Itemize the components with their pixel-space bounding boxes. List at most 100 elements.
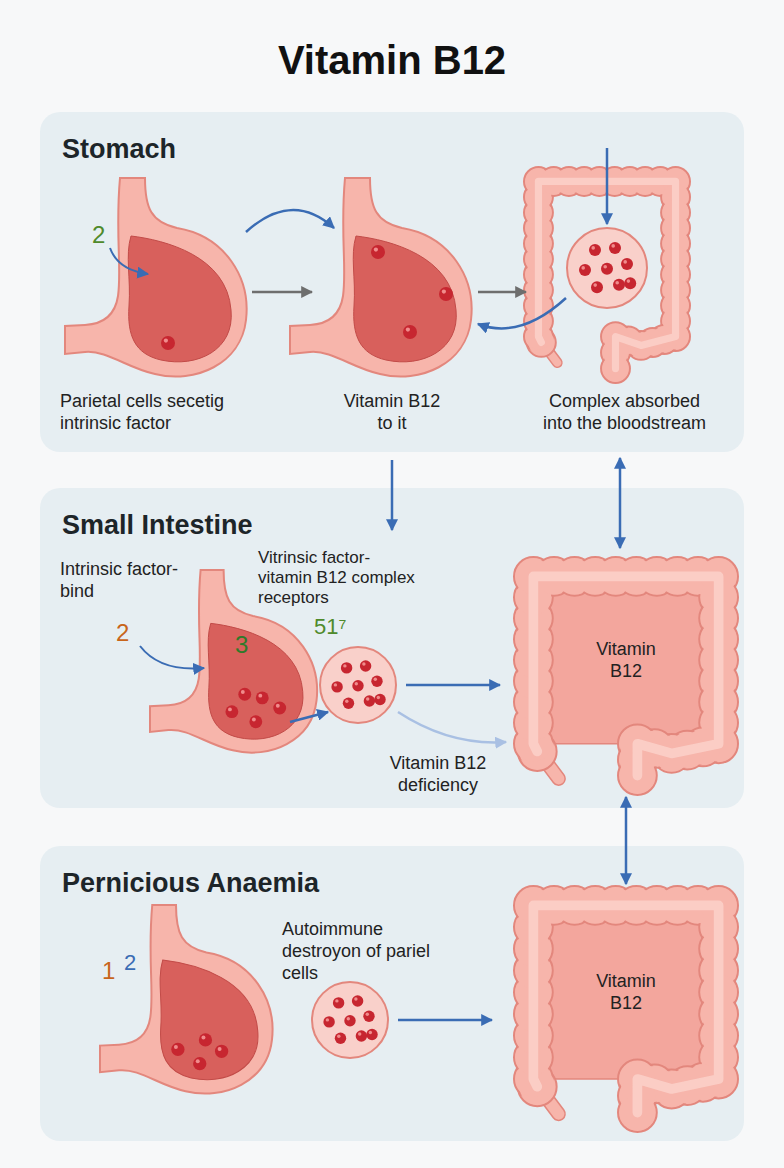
colon-bulge [618, 888, 654, 924]
colon-bulge-edge [555, 886, 594, 925]
label-holder: Vitrinsic factor- vitamin B12 complex re… [258, 548, 423, 608]
colon-bulge-edge [514, 951, 553, 990]
colon-bulge [598, 559, 634, 595]
colon-bulge [620, 1078, 656, 1114]
colon-bulge [701, 888, 737, 924]
colon-bulge [620, 1061, 656, 1097]
label-holder: 51⁷ [314, 614, 364, 640]
colon-bulge-edge [618, 740, 657, 779]
appendix [541, 755, 558, 778]
colon-bulge-edge [699, 1038, 738, 1077]
colon-bulge-edge [699, 578, 738, 617]
colon-bulge [557, 559, 593, 595]
colon-bulge-edge [699, 973, 738, 1012]
colon-bulge [519, 734, 555, 770]
colon-bulge [701, 1039, 737, 1075]
colon-bulge-edge [699, 599, 738, 638]
label-holder: 3 [235, 630, 265, 659]
colon-bulge-edge [652, 734, 691, 773]
label-holder: 2 [92, 220, 122, 249]
colon-bulge [637, 731, 673, 767]
colon-bulge-edge [596, 886, 635, 925]
colon-bulge-edge [699, 908, 738, 947]
callout-number: 51⁷ [314, 614, 364, 640]
section-heading: Pernicious Anaemia [62, 868, 319, 899]
colon-bulge [701, 600, 737, 636]
colon-bulge-edge [617, 557, 656, 596]
colon-sheen [533, 576, 718, 775]
colon-bulge-edge [514, 578, 553, 617]
colon-bulge [701, 579, 737, 615]
label-holder: Vitamin B12 deficiency [383, 752, 493, 796]
colon-bulge [660, 559, 696, 595]
caption-text: Vitamin B12 deficiency [383, 752, 493, 796]
colon-bulge-edge [652, 1070, 691, 1109]
colon-bulge-edge [699, 951, 738, 990]
colon-bulge-edge [699, 724, 738, 763]
colon-bulge-edge [699, 641, 738, 680]
colon-bulge [516, 953, 552, 989]
colon-bulge-edge [679, 886, 718, 925]
section-heading: Stomach [62, 134, 176, 165]
label-holder: Autoimmune destroyon of pariel cells [282, 918, 447, 984]
label-holder: Vitamin B12 to it [337, 390, 447, 434]
colon-bulge [620, 742, 656, 778]
colon-bulge [598, 888, 634, 924]
colon-shape: Vitamin B12 [512, 555, 740, 797]
colon-bulge [654, 736, 690, 772]
colon-bulge [516, 909, 552, 945]
colon-bulge [620, 726, 656, 762]
caption-text: Complex absorbed into the bloodstream [537, 390, 712, 434]
colon-bulge-edge [699, 703, 738, 742]
colon-bulge-edge [699, 886, 738, 925]
colon-bulge-edge [514, 1038, 553, 1077]
colon-bulge-edge [668, 1066, 707, 1105]
caption-text: Intrinsic factor- bind [60, 558, 210, 602]
label-holder: Intrinsic factor- bind [60, 558, 210, 602]
colon-bulge [516, 1018, 552, 1054]
colon-illustration [514, 557, 738, 795]
colon-bulge [701, 684, 737, 720]
colon-bulge [701, 931, 737, 967]
colon-bulge [660, 888, 696, 924]
organ-label: Vitamin B12 [581, 970, 671, 1014]
colon-bulge [701, 663, 737, 699]
appendix-fill [541, 755, 558, 778]
colon-bulge [701, 621, 737, 657]
callout-number: 2 [124, 950, 144, 976]
colon-bulge-edge [514, 1016, 553, 1055]
colon-sheen [533, 905, 718, 1112]
callout-number: 1 [102, 956, 122, 985]
colon-bulge-edge [699, 929, 738, 968]
label-holder: 2 [116, 618, 146, 647]
colon-bulge-edge [635, 1065, 674, 1104]
colon-bulge-edge [684, 1063, 723, 1102]
colon-bulge-edge [699, 662, 738, 701]
label-holder: Complex absorbed into the bloodstream [537, 390, 712, 434]
callout-number: 2 [92, 220, 122, 249]
organ-label: Vitamin B12 [581, 638, 671, 682]
caption-text: Vitrinsic factor- vitamin B12 complex re… [258, 548, 423, 608]
colon-bulge-edge [679, 557, 718, 596]
colon-bulge-edge [699, 557, 738, 596]
colon-bulge [557, 888, 593, 924]
colon-bulge-edge [514, 886, 553, 925]
callout-number: 3 [235, 630, 265, 659]
colon-bulge [669, 1068, 705, 1104]
colon-bulge [516, 705, 552, 741]
colon-bulge-edge [518, 732, 557, 771]
colon-bulge [620, 758, 656, 794]
colon-bulge [680, 559, 716, 595]
colon-sac [533, 576, 718, 743]
colon-bulge-edge [684, 728, 723, 767]
colon-bulge [516, 684, 552, 720]
colon-bulge [701, 909, 737, 945]
colon-bulge [680, 888, 716, 924]
colon-bulge-edge [618, 1093, 657, 1132]
colon-bulge-edge [576, 886, 615, 925]
colon-bulge [639, 559, 675, 595]
colon-bulge [516, 1039, 552, 1075]
colon-bulge [701, 705, 737, 741]
colon-bulge [516, 642, 552, 678]
colon-bulge [536, 559, 572, 595]
